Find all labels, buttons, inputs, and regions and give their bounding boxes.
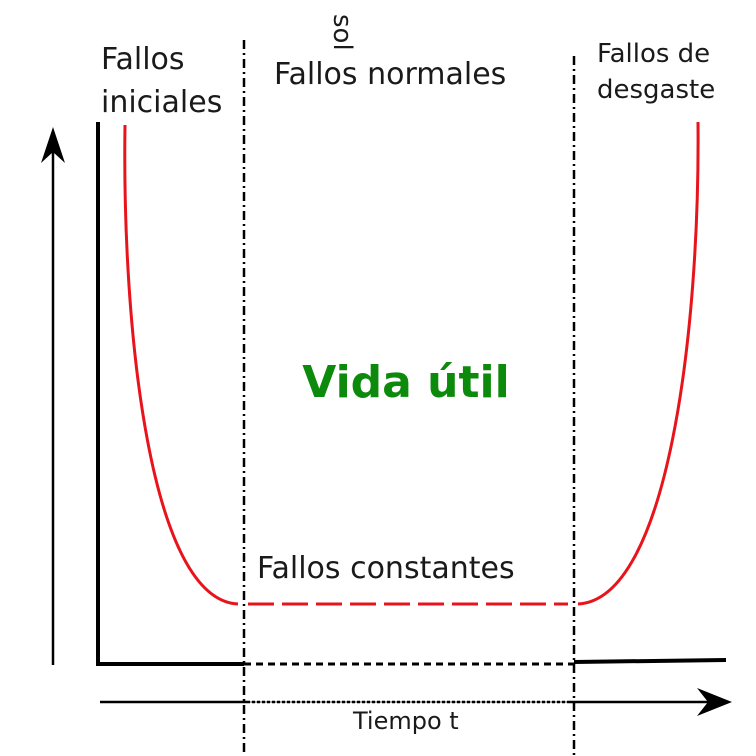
wear-failures-label-line2: desgaste bbox=[597, 75, 715, 105]
main-title: Vida útil bbox=[302, 357, 509, 408]
x-axis-right bbox=[573, 658, 727, 664]
wear-failures-label-line1: Fallos de bbox=[597, 39, 710, 69]
early-failure-curve bbox=[123, 124, 239, 606]
time-axis-label: Tiempo t bbox=[352, 707, 459, 735]
arrow-up-icon bbox=[41, 127, 65, 665]
wear-out-curve bbox=[577, 121, 700, 606]
arrow-right-icon bbox=[100, 688, 732, 716]
normal-failures-label: Fallos normales bbox=[274, 57, 506, 92]
constant-failures-label: Fallos constantes bbox=[257, 551, 515, 586]
early-failures-label-line2: iniciales bbox=[101, 85, 222, 120]
stray-rotated-text: sol bbox=[327, 14, 357, 51]
early-failures-label-line1: Fallos bbox=[101, 42, 185, 77]
